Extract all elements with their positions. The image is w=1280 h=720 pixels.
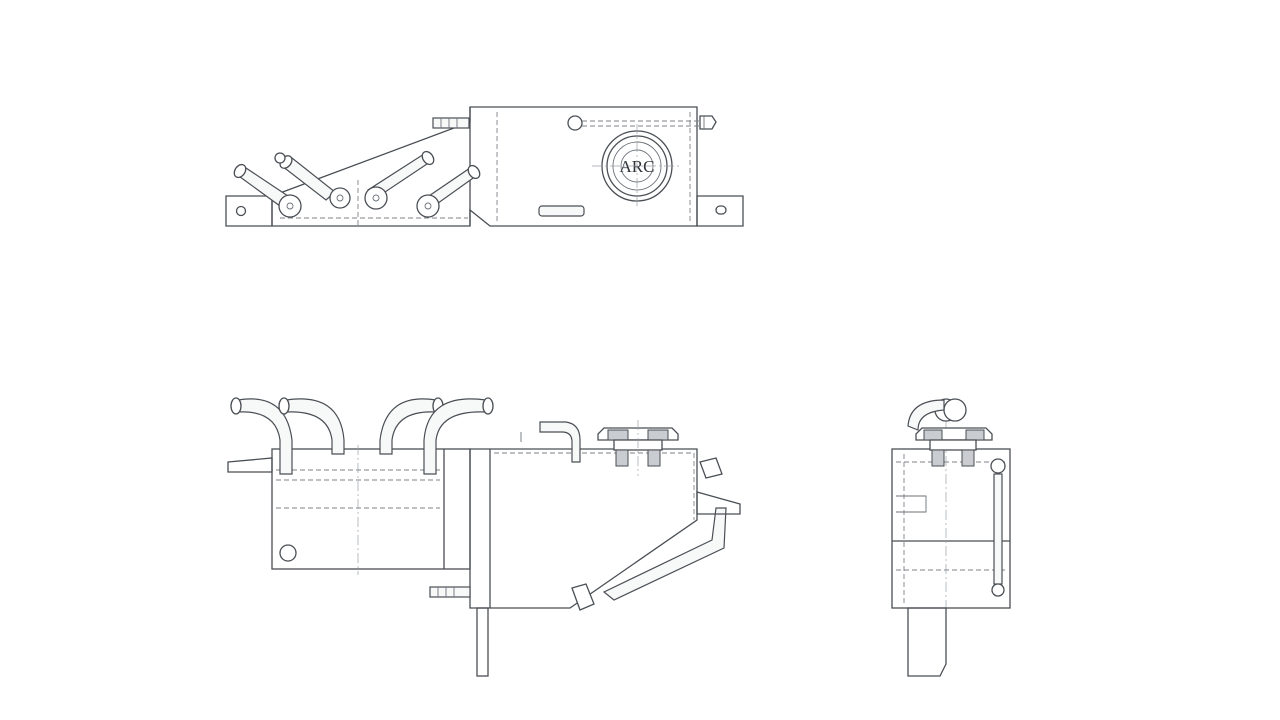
top-small-cap (274, 152, 286, 164)
front-right-tab (696, 491, 741, 515)
side-sight-top (990, 458, 1006, 474)
front-elbow-nut (699, 457, 723, 479)
front-drain-port (279, 544, 297, 562)
top-right-mount-slot (715, 205, 727, 215)
top-inlet-pipes (233, 150, 481, 218)
top-vent-port (567, 115, 583, 131)
top-hex-fitting (699, 115, 717, 130)
top-view: ARC (225, 106, 744, 227)
top-right-mount-tab (696, 195, 744, 227)
side-view (891, 398, 1011, 677)
front-left-tab (227, 457, 273, 473)
front-view (227, 397, 741, 677)
front-curved-pipes (230, 397, 494, 475)
front-filler-cap (597, 420, 679, 476)
side-body (891, 448, 1011, 609)
front-return-pipe (602, 507, 727, 601)
front-support-post (476, 607, 489, 677)
front-barb-fitting (429, 586, 471, 598)
top-left-mount-tab (225, 195, 273, 227)
side-sight-tube (993, 473, 1003, 585)
top-barb-fitting (432, 117, 470, 129)
side-filler-cap (915, 427, 993, 467)
side-support-post (907, 607, 947, 677)
front-pipe-nut (571, 583, 595, 611)
top-left-mount-hole (235, 205, 247, 217)
top-short-tube (538, 205, 585, 217)
front-hook-tube (539, 421, 581, 463)
front-left-chamber (271, 448, 471, 570)
